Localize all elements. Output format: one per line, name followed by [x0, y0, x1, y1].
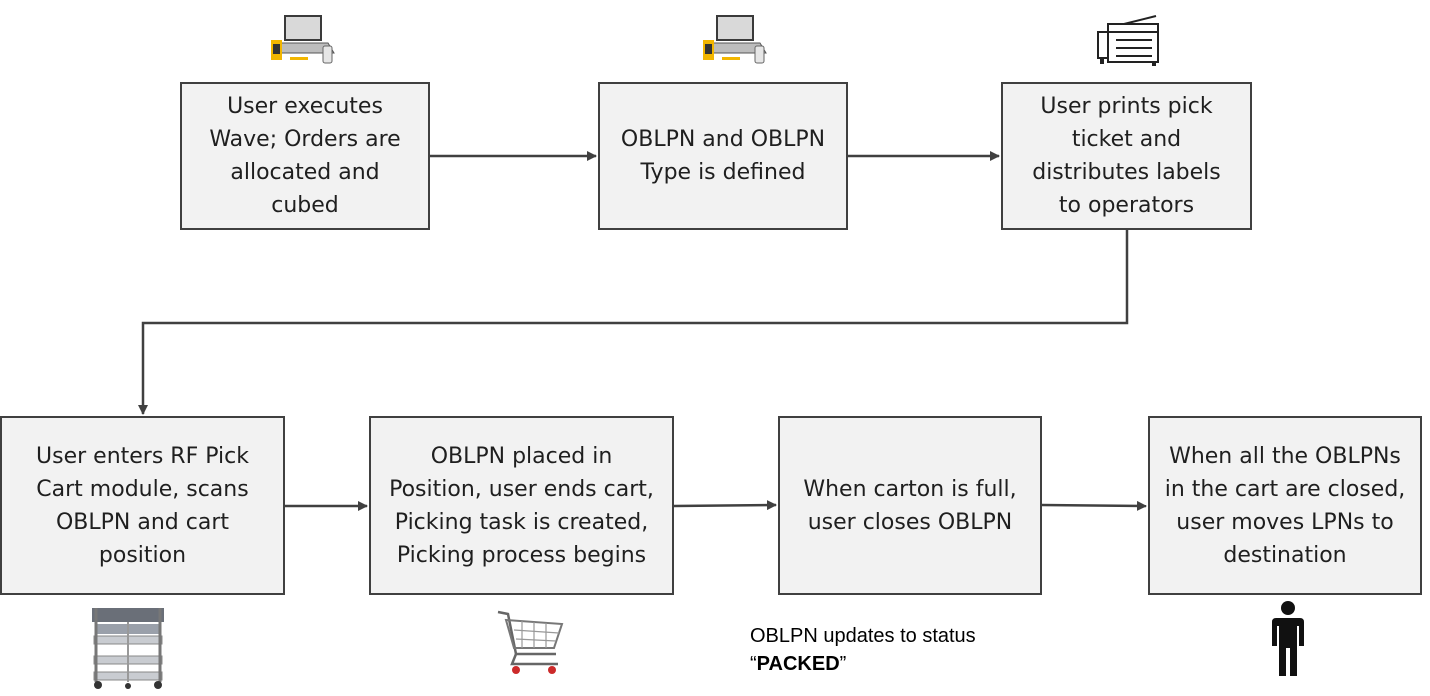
step-carton-full: When carton is full, user closes OBLPN: [778, 416, 1042, 595]
step-oblpn-defined: OBLPN and OBLPN Type is defined: [598, 82, 848, 230]
step-move-lpns: When all the OBLPNs in the cart are clos…: [1148, 416, 1422, 595]
status-note-value: “PACKED”: [750, 650, 976, 678]
step-text: User executes Wave; Orders are allocated…: [209, 94, 401, 218]
arrow-5-to-6: [673, 500, 777, 511]
step-text: When carton is full, user closes OBLPN: [803, 476, 1017, 535]
shopping-cart-icon: [497, 610, 564, 674]
step-oblpn-placed: OBLPN placed in Position, user ends cart…: [369, 416, 674, 595]
step-print-ticket: User prints pick ticket and distributes …: [1001, 82, 1252, 230]
status-packed: PACKED: [756, 653, 840, 675]
pick-cart-icon: [92, 608, 164, 689]
step-rf-pick-cart: User enters RF Pick Cart module, scans O…: [0, 416, 285, 595]
status-note: OBLPN updates to status “PACKED”: [750, 622, 976, 678]
close-quote: ”: [839, 653, 847, 675]
arrow-6-to-7: [1041, 500, 1147, 511]
status-note-line: OBLPN updates to status: [750, 625, 976, 647]
laptop-icon: [703, 15, 767, 64]
step-text: When all the OBLPNs in the cart are clos…: [1164, 443, 1406, 568]
step-execute-wave: User executes Wave; Orders are allocated…: [180, 82, 430, 230]
person-icon: [1272, 601, 1304, 676]
step-text: OBLPN and OBLPN Type is defined: [620, 127, 826, 185]
printer-icon: [1097, 15, 1159, 66]
step-text: User prints pick ticket and distributes …: [1032, 94, 1221, 218]
arrow-3-to-4: [138, 230, 1129, 415]
open-quote: “: [750, 653, 757, 675]
step-text: User enters RF Pick Cart module, scans O…: [36, 443, 249, 568]
laptop-icon: [271, 15, 335, 64]
step-text: OBLPN placed in Position, user ends cart…: [389, 443, 654, 568]
